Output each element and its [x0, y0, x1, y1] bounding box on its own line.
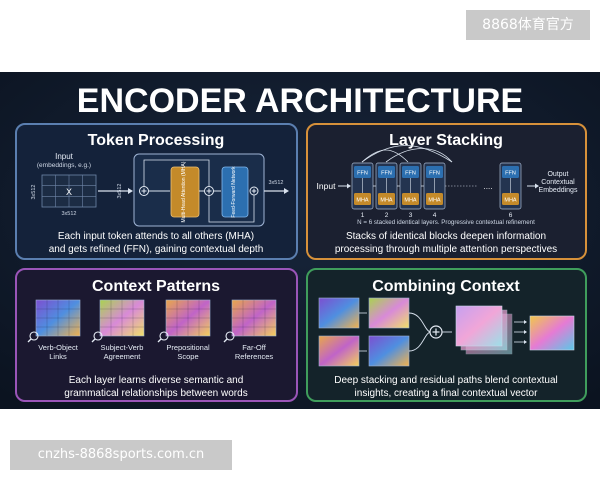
mha-label: Multi-Head Attention (MHA) [181, 161, 187, 222]
caption-line-1: Stacks of identical blocks deepen inform… [346, 231, 546, 242]
source-heatmap [318, 297, 360, 329]
ffn-tag [426, 166, 443, 178]
output-sublabel-2: Embeddings [539, 187, 578, 194]
caption-line-1: Deep stacking and residual paths blend c… [334, 375, 557, 386]
search-icon [27, 331, 39, 343]
pattern-sublabel: Agreement [104, 352, 142, 361]
stack-ellipsis: .... [484, 182, 493, 191]
encoder-layer-block: FFN MHA 6 [499, 162, 522, 219]
pattern-label: Subject-Verb [101, 343, 144, 352]
pattern-label: Prepositional [166, 343, 210, 352]
mha-tag-label: MHA [428, 198, 441, 204]
source-heatmap [368, 297, 410, 329]
ffn-tag-label: FFN [357, 171, 368, 177]
layer-number: 3 [409, 212, 413, 219]
caption-line-1: Each input token attends to all others (… [58, 231, 254, 242]
ffn-tag-label: FFN [429, 171, 440, 177]
mha-tag [402, 193, 419, 205]
ffn-tag-label: FFN [381, 171, 392, 177]
layer-number: 6 [509, 212, 513, 219]
output-label: Output [547, 171, 568, 178]
caption-line-2: grammatical relationships between words [64, 388, 247, 399]
panel-heading: Layer Stacking [389, 132, 503, 149]
panel-context-patterns: Context Patterns Verb-ObjectLinksSubject… [15, 268, 298, 402]
encoder-layer-block: FFN MHA 3 [399, 162, 422, 219]
layer-block-stack: FFN MHA 1 FFN MHA 2 FFN MHA 3 FFN MHA 4 FFN MHA 6 [351, 162, 522, 219]
encoder-poster: ENCODER ARCHITECTURE Token Processing In… [0, 72, 600, 409]
panel-layer-stacking: Layer Stacking Input FFN MHA 1 FFN MHA 2 FFN MH… [306, 123, 587, 260]
mha-tag [502, 193, 519, 205]
caption-line-2: and gets refined (FFN), gaining contextu… [49, 244, 264, 255]
poster-title: ENCODER ARCHITECTURE [77, 82, 523, 120]
encoder-layer-block: FFN MHA 2 [375, 162, 398, 219]
input-sublabel: (embeddings, e.g.) [37, 162, 91, 169]
mha-tag [354, 193, 371, 205]
panel-combining-context: Combining Context Deep stacking and resi… [306, 268, 587, 402]
panel-heading: Context Patterns [92, 278, 220, 295]
encoder-layer-block: FFN MHA 4 [423, 162, 446, 219]
mha-tag-label: MHA [356, 198, 369, 204]
layer-number: 1 [361, 212, 365, 219]
panel-heading: Token Processing [88, 132, 225, 149]
watermark-top: 8868体育官方 [466, 10, 590, 40]
ffn-block [221, 166, 249, 218]
residual-add-icon [139, 186, 149, 196]
caption-line-2: insights, creating a final contextual ve… [355, 388, 539, 399]
output-sublabel-1: Contextual [541, 179, 575, 186]
grid-mark: X [66, 187, 72, 197]
mha-tag [426, 193, 443, 205]
caption-line-1: Each layer learns diverse semantic and [69, 375, 244, 386]
stack-input-label: Input [317, 181, 337, 191]
layer-number: 2 [385, 212, 389, 219]
mha-tag [378, 193, 395, 205]
pattern-label: Far-Off [242, 343, 267, 352]
ffn-tag [402, 166, 419, 178]
source-heatmap [318, 335, 360, 367]
final-context-vector [529, 315, 575, 351]
ffn-tag [378, 166, 395, 178]
grid-bottom-dim: 3x512 [62, 211, 77, 217]
input-label: Input [55, 152, 74, 161]
caption-line-2: processing through multiple attention pe… [335, 244, 557, 255]
input-embedding-grid: X [41, 174, 97, 208]
grid-side-dim: 3x512 [31, 185, 37, 200]
ffn-tag-label: FFN [405, 171, 416, 177]
mha-block [170, 166, 200, 218]
watermark-bottom: cnzhs-8868sports.com.cn [10, 440, 232, 470]
panel-heading: Combining Context [372, 278, 520, 295]
ffn-tag-label: FFN [505, 171, 516, 177]
ffn-label: Feed-Forward Network [231, 166, 237, 218]
pattern-label: Verb-Object [38, 343, 79, 352]
residual-add-icon-2 [204, 186, 214, 196]
encoder-layer-block: FFN MHA 1 [351, 162, 374, 219]
search-icon [91, 331, 103, 343]
pattern-sublabel: References [235, 352, 274, 361]
ffn-tag [354, 166, 371, 178]
output-dim: 3x512 [269, 180, 284, 186]
layer-number: 4 [433, 212, 437, 219]
mha-tag-label: MHA [504, 198, 517, 204]
mha-tag-label: MHA [380, 198, 393, 204]
pattern-sublabel: Links [49, 352, 67, 361]
source-heatmap [368, 335, 410, 367]
mid-dim: 3x512 [117, 184, 123, 199]
ffn-tag [502, 166, 519, 178]
search-icon [223, 331, 235, 343]
mha-tag-label: MHA [404, 198, 417, 204]
pattern-heatmaps: Verb-ObjectLinksSubject-VerbAgreementPre… [27, 299, 277, 361]
pattern-sublabel: Scope [177, 352, 198, 361]
panel-token-processing: Token Processing Input (embeddings, e.g.… [15, 123, 298, 260]
stack-note: N = 6 stacked identical layers. Progress… [357, 219, 535, 226]
blended-stack [455, 305, 503, 347]
search-icon [157, 331, 169, 343]
